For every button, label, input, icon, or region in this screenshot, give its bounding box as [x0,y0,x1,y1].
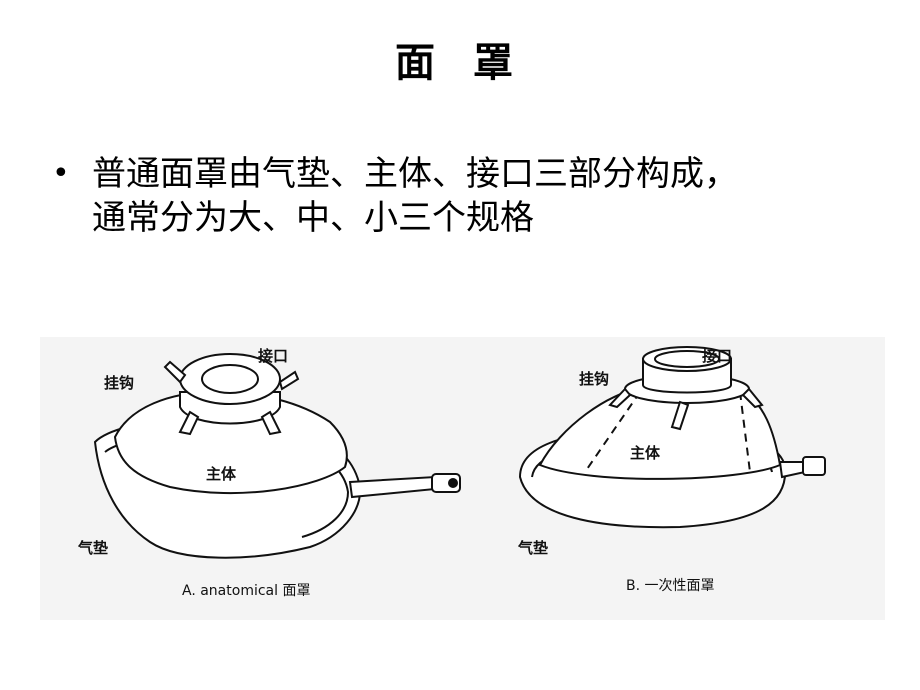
disposable-tube-end [802,456,826,476]
slide-title: 面 罩 [395,39,525,86]
disposable-body [538,388,782,480]
anatomical-tube [348,475,436,499]
disposable-tube [778,461,806,479]
label-right-cushion: 气垫 [518,539,549,557]
caption-right: B. 一次性面罩 [626,578,715,594]
label-right-hook: 挂钩 [579,370,610,388]
bullet-text: 普通面罩由气垫、主体、接口三部分构成， 通常分为大、中、小三个规格 [92,152,882,240]
label-left-cushion: 气垫 [78,539,109,557]
mask-figure: 挂钩 接口 主体 气垫 A. anatomical 面罩 挂钩 接口 主体 气垫… [40,337,885,620]
anatomical-mask-drawing [93,353,461,559]
label-right-port: 接口 [702,347,733,365]
label-left-body: 主体 [206,465,237,483]
label-left-port: 接口 [258,347,289,365]
mask-illustrations [93,346,826,559]
label-right-body: 主体 [630,444,661,462]
caption-left: A. anatomical 面罩 [182,583,311,599]
bullet-line-2: 通常分为大、中、小三个规格 [92,198,534,238]
disposable-mask-drawing [518,346,826,529]
bullet-line-1: 普通面罩由气垫、主体、接口三部分构成， [92,154,738,194]
label-left-hook: 挂钩 [104,374,135,392]
bullet-marker: • [52,156,70,191]
